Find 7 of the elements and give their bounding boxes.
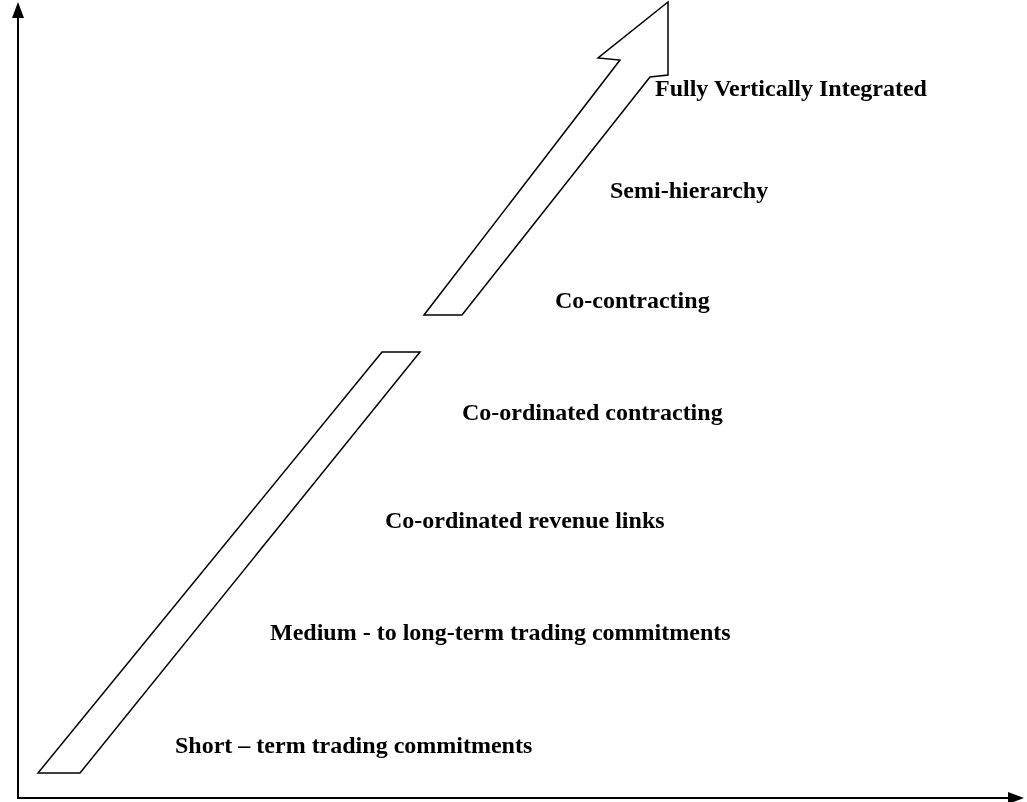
stage-label: Short – term trading commitments — [175, 731, 533, 759]
stage-label: Medium - to long-term trading commitments — [270, 618, 731, 646]
stage-label: Fully Vertically Integrated — [655, 74, 927, 102]
stage-label: Co-contracting — [555, 286, 710, 314]
stage-label: Co-ordinated revenue links — [385, 506, 665, 534]
stage-label: Semi-hierarchy — [610, 176, 769, 204]
stage-label: Co-ordinated contracting — [462, 398, 723, 426]
